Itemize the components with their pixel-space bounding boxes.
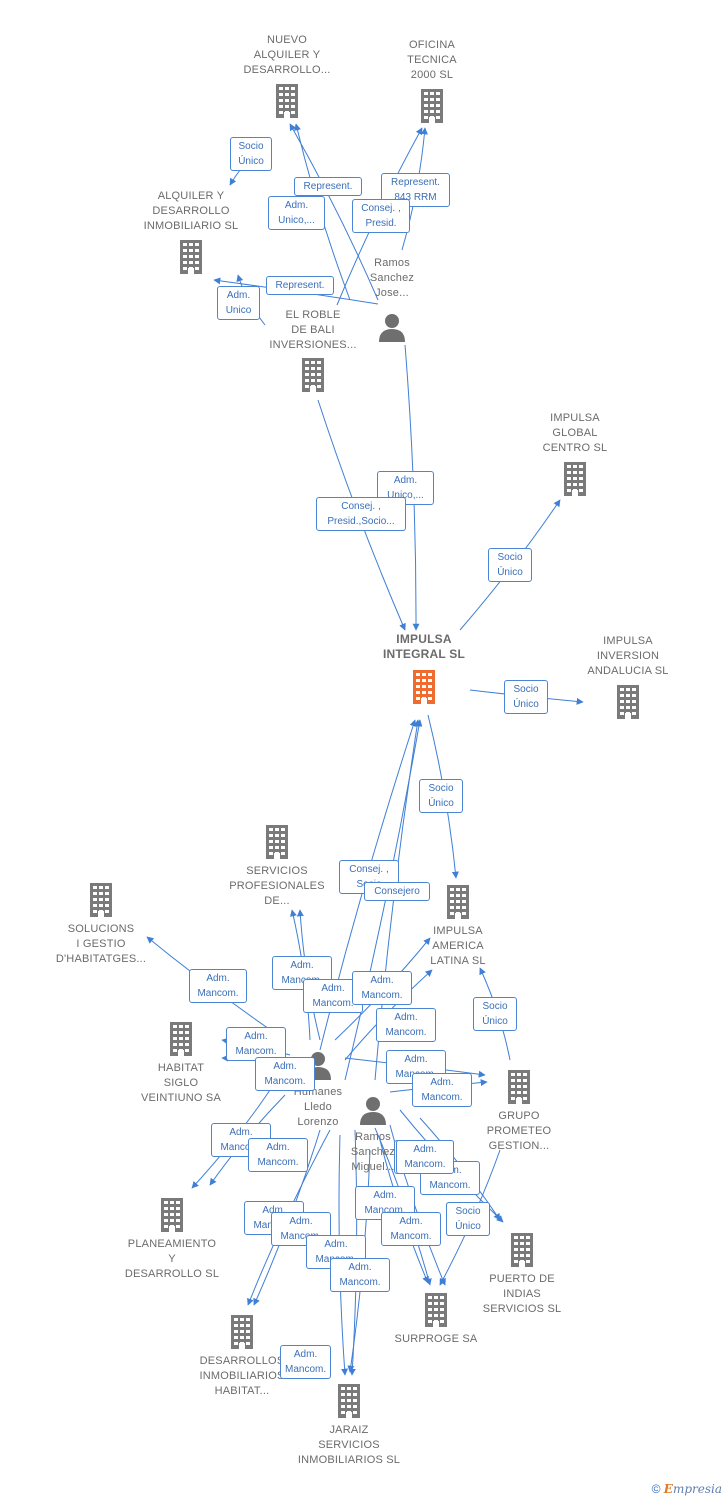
node-planeamiento[interactable]: PLANEAMIENTO Y DESARROLLO SL <box>102 1198 242 1280</box>
building-icon <box>366 1293 506 1327</box>
relation-label[interactable]: Socio Único <box>473 997 517 1031</box>
building-icon <box>102 1198 242 1232</box>
relation-label[interactable]: Adm. Mancom. <box>330 1258 390 1292</box>
building-icon <box>418 89 446 123</box>
relation-label[interactable]: Adm. Mancom. <box>255 1057 315 1091</box>
brand-name: Empresia <box>663 1482 722 1496</box>
relation-label[interactable]: Adm. Mancom. <box>352 971 412 1005</box>
building-icon <box>177 240 205 274</box>
relation-label[interactable]: Adm. Unico,... <box>268 196 325 230</box>
building-icon <box>452 1233 592 1267</box>
node-desarrollos[interactable]: DESARROLLOS INMOBILIARIOS HABITAT... <box>172 1315 312 1397</box>
node-prometeo[interactable]: GRUPO PROMETEO GESTION... <box>449 1070 589 1152</box>
node-habitat[interactable]: HABITAT SIGLO VEINTIUNO SA <box>111 1022 251 1104</box>
building-icon <box>449 1070 589 1104</box>
building-icon <box>388 885 528 919</box>
node-label: SURPROGE SA <box>394 1333 478 1345</box>
node-label: GRUPO PROMETEO GESTION... <box>486 1110 552 1152</box>
building-icon <box>111 1022 251 1056</box>
node-label: EL ROBLE DE BALI INVERSIONES... <box>269 309 357 351</box>
building-icon <box>299 358 327 392</box>
node-label: SOLUCIONS I GESTIO D'HABITATGES... <box>55 923 147 965</box>
node-label: SERVICIOS PROFESIONALES DE... <box>229 865 325 907</box>
relation-label[interactable]: Socio Único <box>230 137 272 171</box>
node-label: HABITAT SIGLO VEINTIUNO SA <box>140 1062 222 1104</box>
node-label: JARAIZ SERVICIOS INMOBILIARIOS SL <box>297 1424 401 1466</box>
node-ramos_miguel[interactable]: Ramos Sanchez Miguel... <box>303 1095 443 1173</box>
building-icon <box>279 1384 419 1418</box>
node-label: IMPULSA INVERSION ANDALUCIA SL <box>587 635 669 677</box>
node-integral[interactable]: IMPULSA INTEGRAL SL <box>354 632 494 704</box>
node-indias[interactable]: PUERTO DE INDIAS SERVICIOS SL <box>452 1233 592 1315</box>
relation-label[interactable]: Socio Único <box>504 680 548 714</box>
building-icon <box>614 685 642 719</box>
relation-label[interactable]: Adm. Mancom. <box>280 1345 332 1379</box>
building-icon <box>273 84 301 118</box>
node-jaraiz[interactable]: JARAIZ SERVICIOS INMOBILIARIOS SL <box>279 1384 419 1466</box>
relation-label[interactable]: Adm. Mancom. <box>248 1138 308 1172</box>
relation-label[interactable]: Represent. <box>266 276 334 295</box>
person-icon <box>378 312 406 342</box>
node-roble[interactable]: EL ROBLE DE BALI INVERSIONES... <box>243 308 383 392</box>
building-icon <box>561 462 589 496</box>
copyright-symbol: © <box>651 1482 661 1496</box>
node-label: PUERTO DE INDIAS SERVICIOS SL <box>482 1273 562 1315</box>
relation-label[interactable]: Adm. Mancom. <box>381 1212 441 1246</box>
node-surproge[interactable]: SURPROGE SA <box>366 1293 506 1345</box>
relation-label[interactable]: Adm. Unico <box>217 286 260 320</box>
node-solucions[interactable]: SOLUCIONS I GESTIO D'HABITATGES... <box>31 883 171 965</box>
empresia-logo[interactable]: © Empresia <box>652 1482 722 1496</box>
node-label: Ramos Sanchez Jose... <box>369 257 415 299</box>
node-label: IMPULSA GLOBAL CENTRO SL <box>542 412 608 454</box>
node-label: OFICINA TECNICA 2000 SL <box>407 39 457 81</box>
node-nuevo[interactable]: NUEVO ALQUILER Y DESARROLLO... <box>217 33 357 118</box>
node-label: DESARROLLOS INMOBILIARIOS HABITAT... <box>199 1355 285 1397</box>
node-oficina[interactable]: OFICINA TECNICA 2000 SL <box>362 38 502 123</box>
relation-label[interactable]: Consej. , Presid.,Socio... <box>316 497 406 531</box>
relation-label[interactable]: Socio Único <box>446 1202 490 1236</box>
node-label: IMPULSA INTEGRAL SL <box>383 632 465 661</box>
relation-label[interactable]: Adm. Mancom. <box>226 1027 286 1061</box>
relation-label[interactable]: Adm. Mancom. <box>376 1008 436 1042</box>
relation-label[interactable]: Socio Único <box>419 779 463 813</box>
building-icon <box>207 825 347 859</box>
node-alquiler[interactable]: ALQUILER Y DESARROLLO INMOBILIARIO SL <box>121 189 261 274</box>
building-icon <box>31 883 171 917</box>
building-icon <box>410 670 438 704</box>
node-label: PLANEAMIENTO Y DESARROLLO SL <box>124 1238 220 1280</box>
relation-label[interactable]: Represent. <box>294 177 362 196</box>
node-label: ALQUILER Y DESARROLLO INMOBILIARIO SL <box>143 190 239 232</box>
node-andalucia[interactable]: IMPULSA INVERSION ANDALUCIA SL <box>558 634 698 719</box>
building-icon <box>172 1315 312 1349</box>
relation-edge <box>289 123 379 301</box>
relation-label[interactable]: Socio Único <box>488 548 532 582</box>
node-label: NUEVO ALQUILER Y DESARROLLO... <box>243 34 331 76</box>
relation-label[interactable]: Adm. Mancom. <box>189 969 247 1003</box>
relation-label[interactable]: Consejero <box>364 882 430 901</box>
relation-label[interactable]: Adm. Mancom. <box>396 1140 454 1174</box>
node-label: Ramos Sanchez Miguel... <box>350 1131 396 1173</box>
node-global[interactable]: IMPULSA GLOBAL CENTRO SL <box>505 411 645 496</box>
relation-label[interactable]: Adm. Mancom. <box>412 1073 472 1107</box>
person-icon <box>303 1095 443 1125</box>
relation-label[interactable]: Consej. , Socio <box>339 860 399 894</box>
relation-label[interactable]: Consej. , Presid. <box>352 199 410 233</box>
node-ramos_jose[interactable]: Ramos Sanchez Jose... <box>322 256 462 342</box>
node-america[interactable]: IMPULSA AMERICA LATINA SL <box>388 885 528 967</box>
node-label: IMPULSA AMERICA LATINA SL <box>430 925 486 967</box>
node-servicios[interactable]: SERVICIOS PROFESIONALES DE... <box>207 825 347 907</box>
